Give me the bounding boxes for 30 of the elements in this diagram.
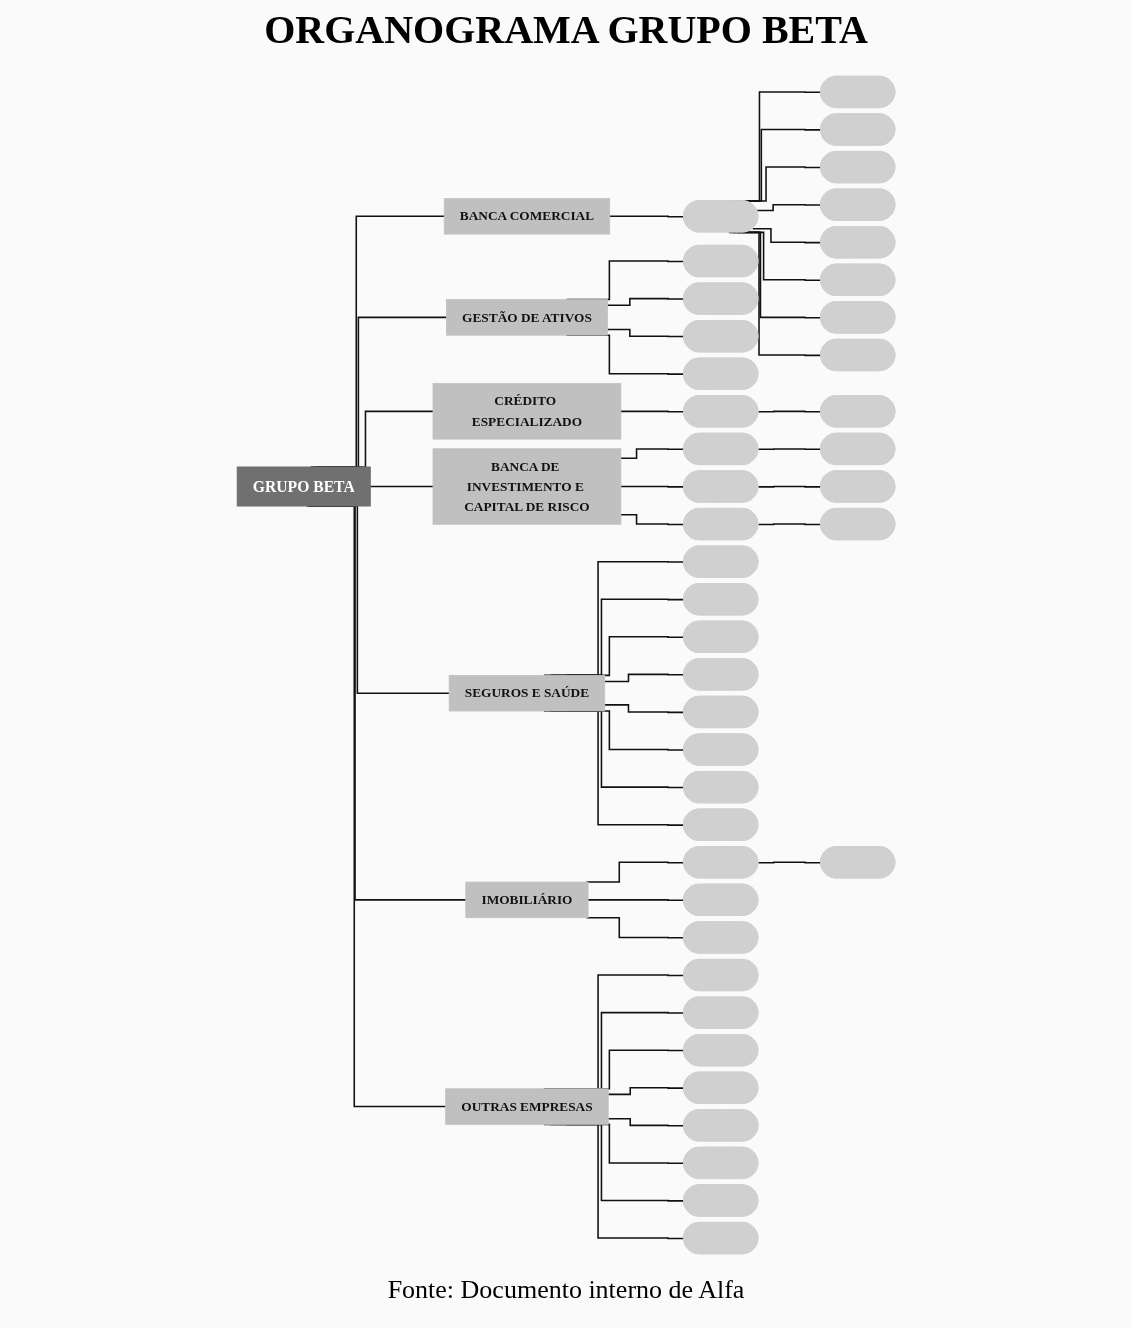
connector (607, 1117, 685, 1127)
node-box: CRÉDITO ESPECIALIZADO (432, 383, 622, 440)
node-box: BANCA DE INVESTIMENTO E CAPITAL DE RISCO (432, 448, 622, 525)
title: ORGANOGRAMA GRUPO BETA (263, 6, 869, 53)
connector (756, 203, 822, 212)
caption: Fonte: Documento interno de Alfa (386, 1275, 746, 1305)
connector (603, 704, 685, 714)
connector (757, 410, 822, 413)
connector (757, 485, 822, 488)
connector (757, 861, 822, 864)
node-box: IMOBILIÁRIO (465, 881, 589, 919)
node-box: BANCA COMERCIAL (443, 198, 611, 235)
connector (603, 673, 685, 683)
node-box: OUTRAS EMPRESAS (445, 1088, 609, 1125)
connector (606, 297, 685, 307)
connector (757, 523, 822, 526)
node-box: GRUPO BETA (236, 466, 371, 507)
connector (620, 448, 685, 460)
connector (369, 485, 434, 488)
connector (587, 899, 685, 902)
connector (620, 485, 685, 488)
connector (620, 410, 685, 413)
connector (607, 1086, 685, 1096)
connector (751, 227, 822, 244)
connector (757, 448, 822, 451)
connector (608, 215, 685, 218)
connector (606, 328, 685, 338)
node-box: SEGUROS E SAÚDE (448, 675, 606, 712)
node-box: GESTÃO DE ATIVOS (446, 299, 608, 336)
connector (620, 513, 685, 526)
